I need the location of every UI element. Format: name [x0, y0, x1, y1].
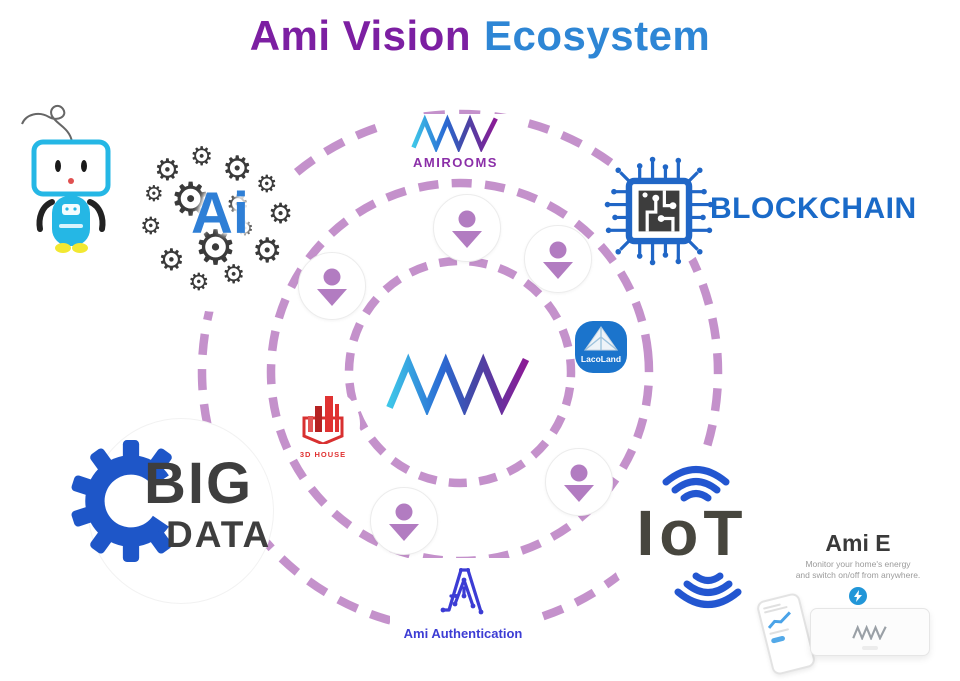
page-title: Ami Vision Ecosystem — [0, 12, 960, 60]
gear-icon: ⚙ — [158, 243, 185, 278]
gear-icon: ⚙ — [226, 190, 250, 220]
person-node — [524, 225, 592, 293]
bigdata-label-big: BIG — [144, 451, 254, 516]
bigdata-gear-icon — [71, 440, 192, 562]
gear-icon: ⚙ — [268, 197, 294, 230]
ami-e-section: Ami E Monitor your home's energy and swi… — [755, 530, 958, 680]
ami-e-subtitle: Monitor your home's energy and switch on… — [758, 559, 958, 582]
person-node — [545, 448, 613, 516]
gear-icon: ⚙ — [144, 182, 164, 207]
ami-e-subtitle-line2: and switch on/off from anywhere. — [795, 570, 921, 581]
gear-icon: ⚙ — [154, 153, 181, 188]
gear-icon: ⚙ — [194, 220, 238, 276]
person-icon — [543, 241, 573, 279]
house3d-label: 3D HOUSE — [299, 450, 347, 459]
person-icon — [564, 464, 594, 502]
iot-wifi-top-icon — [662, 466, 730, 502]
person-node — [298, 252, 366, 320]
amirooms-label: AMIROOMS — [413, 155, 498, 170]
gear-icon: ⚙ — [252, 231, 283, 271]
person-icon — [317, 268, 347, 306]
gear-icon: ⚙ — [170, 172, 212, 226]
bigdata-label-data: DATA — [166, 514, 272, 555]
auth-a-icon — [440, 568, 484, 615]
gear-icon: ⚙ — [222, 260, 246, 290]
ai-mask — [132, 140, 304, 312]
lacoland-label: LacoLand — [580, 354, 622, 364]
title-ecosystem: Ecosystem — [483, 12, 711, 59]
person-node — [433, 194, 501, 262]
ami-e-device — [810, 608, 930, 656]
amw-zigzag — [386, 353, 530, 415]
gear-icon: ⚙ — [140, 212, 162, 240]
auth-label: Ami Authentication — [403, 626, 523, 641]
iot-node: IoT — [612, 458, 772, 618]
blockchain-chip-icon — [604, 156, 714, 266]
ami-e-phone — [755, 591, 817, 677]
gear-icon: ⚙ — [190, 142, 214, 172]
phone-screen — [762, 600, 803, 644]
house3d-icon — [302, 396, 344, 446]
iot-label: IoT — [636, 497, 748, 569]
house3d-node: 3D HOUSE — [292, 392, 354, 459]
amirooms-zigzag-icon — [410, 114, 498, 154]
gear-icon: ⚙ — [222, 149, 253, 189]
phone-chart-icon — [767, 611, 791, 629]
ai-node: ⚙ ⚙ ⚙ ⚙ ⚙ ⚙ ⚙ ⚙ ⚙ ⚙ ⚙ ⚙ ⚙ ⚙ ⚙ Ai — [136, 142, 304, 310]
amirooms-node: AMIROOMS — [388, 114, 523, 170]
bigdata-node: BIG DATA — [71, 416, 301, 596]
gear-icon: ⚙ — [188, 268, 210, 296]
ami-e-title: Ami E — [825, 530, 891, 556]
energy-bolt-icon — [849, 586, 867, 605]
person-node — [370, 487, 438, 555]
blockchain-label: BLOCKCHAIN — [710, 192, 917, 225]
phone-button — [770, 635, 786, 644]
title-ami-vision: Ami Vision — [249, 12, 471, 59]
lacoland-icon — [575, 321, 627, 373]
amw-center-logo — [386, 353, 530, 415]
ami-e-subtitle-line1: Monitor your home's energy — [805, 559, 911, 569]
inner-ring — [344, 256, 576, 488]
house3d-mask — [288, 388, 360, 460]
device-amw-logo — [852, 624, 887, 640]
lacoland-node: LacoLand — [574, 320, 628, 374]
person-icon — [452, 210, 482, 248]
ai-label: Ai — [191, 181, 249, 246]
auth-node: Ami Authentication — [390, 558, 536, 641]
gear-icon: ⚙ — [236, 216, 254, 240]
robot-mascot — [21, 105, 111, 253]
iot-wifi-bottom-icon — [674, 572, 742, 608]
gear-icon: ⚙ — [256, 170, 278, 198]
person-icon — [389, 503, 419, 541]
middle-ring — [266, 178, 654, 566]
